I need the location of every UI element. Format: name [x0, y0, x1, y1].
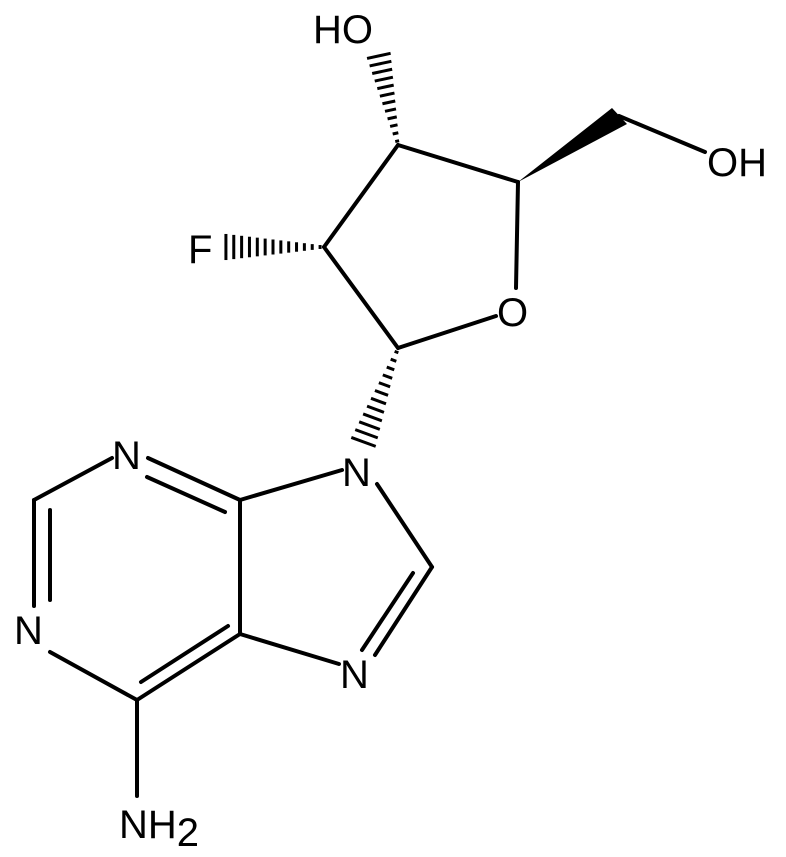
hash-n-hash-line [370, 396, 387, 406]
hash-n-hash-line [382, 373, 393, 380]
hash-n-hash-line [386, 365, 395, 372]
hash-ho-hash-line [387, 115, 398, 121]
bond-o-c1 [396, 314, 498, 350]
label-nh2-subscript: 2 [177, 811, 199, 852]
hash-n-hash-line [358, 420, 381, 431]
hash-ho-hash-line [376, 83, 395, 91]
hash-ho-hash-line [371, 67, 393, 75]
bond-c2-c3 [322, 143, 400, 249]
hash-ho-hash-line [394, 139, 400, 144]
bond-n9-c8 [375, 482, 434, 569]
bond-c4-n3-inner [145, 475, 227, 514]
hash-n-hash-line [378, 381, 391, 389]
label-n1: N [14, 609, 43, 653]
hash-ho-hash-line [382, 99, 396, 106]
hash-n-hash-line [366, 404, 385, 414]
label-ho-top: HO [313, 8, 373, 52]
wedge-bond-c4-ch2 [518, 108, 627, 182]
hash-ho-hash-line [374, 75, 394, 83]
bond-n9-c4 [238, 468, 344, 502]
label-oh-right: OH [707, 141, 767, 185]
hash-n-hash-line [390, 357, 397, 363]
label-n3: N [112, 434, 141, 478]
bond-n7-c5 [238, 632, 341, 666]
bond-c6-c5-outer [135, 632, 242, 702]
hash-n-hash-line [374, 389, 389, 397]
bond-c4-n3-outer [146, 456, 242, 502]
bond-c8-n7-inner [360, 571, 415, 652]
label-n7: N [340, 653, 369, 697]
hash-n-hash-line [350, 436, 377, 448]
bond-n3-c2 [32, 456, 114, 502]
purine-base [32, 456, 434, 798]
hash-n-hash-line [362, 412, 383, 423]
label-n9: N [342, 451, 371, 495]
hash-ho-hash-line [389, 123, 398, 128]
hashed-bond-c2-f [224, 233, 322, 261]
hash-n-hash-line [394, 349, 399, 355]
bond-c1-c2 [322, 245, 400, 350]
hash-ho-hash-line [369, 59, 392, 68]
hash-ho-hash-line [392, 131, 399, 136]
hashed-bond-c3-oh [366, 51, 400, 144]
label-fluorine: F [188, 228, 212, 272]
bond-c4-o [514, 180, 520, 290]
hash-ho-hash-line [379, 91, 395, 98]
hash-ho-hash-line [384, 107, 397, 113]
hashed-bond-c1-n9 [350, 349, 399, 448]
bond-c3-c4 [396, 143, 520, 184]
hash-ho-hash-line [366, 51, 391, 60]
bond-n1-c6 [48, 650, 139, 702]
bond-c8-n7-outer [373, 565, 434, 657]
label-ring-oxygen: O [497, 291, 528, 335]
bond-ch2-oh [617, 114, 707, 154]
hash-n-hash-line [354, 428, 379, 440]
label-nh2: NH2 [119, 803, 199, 852]
label-nh2-main: NH [119, 803, 177, 847]
sugar-ring [322, 143, 520, 350]
bond-c6-c5-inner [139, 624, 230, 684]
